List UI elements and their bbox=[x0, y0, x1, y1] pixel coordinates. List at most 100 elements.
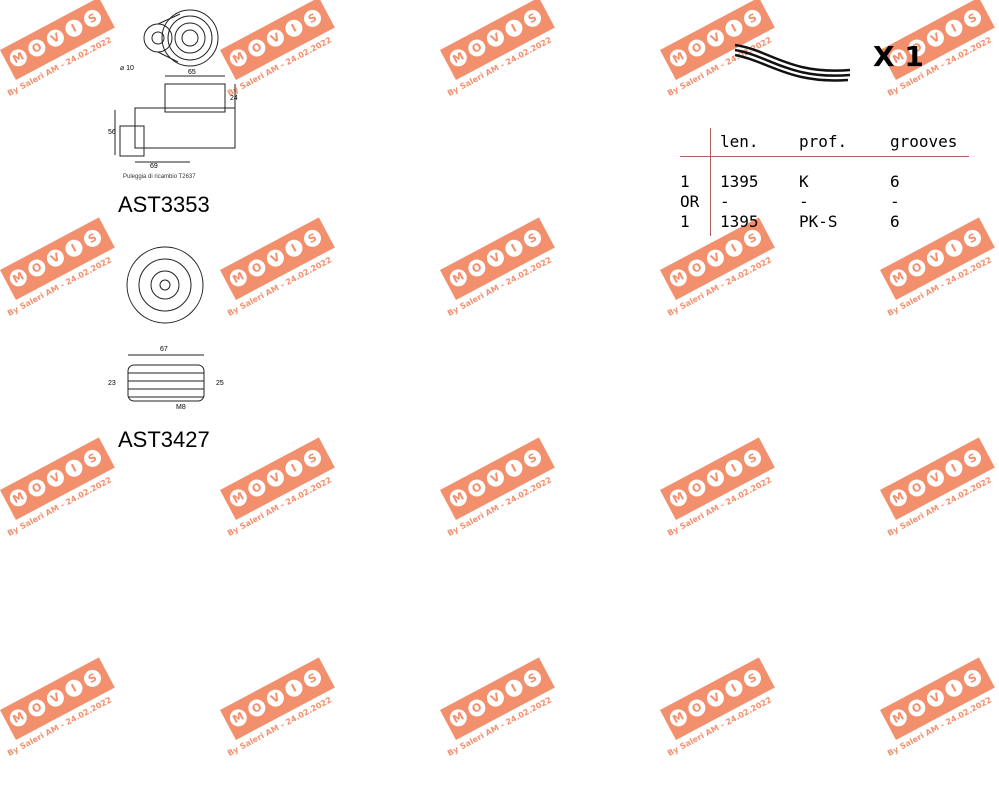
part-caption: Puleggia di ricambio T2637 bbox=[123, 174, 196, 180]
watermark-letter: V bbox=[263, 246, 287, 270]
watermark-letter: V bbox=[923, 466, 947, 490]
table-cell: PK-S bbox=[799, 212, 838, 231]
ribbed-belt-icon bbox=[734, 43, 851, 82]
watermark-credit: By Saleri AM - 24.02.2022 bbox=[6, 35, 114, 98]
table-cell: 1395 bbox=[720, 172, 759, 191]
watermark-letter: V bbox=[43, 686, 67, 710]
dim-label: 25 bbox=[216, 380, 224, 387]
watermark-letter: M bbox=[666, 486, 690, 510]
watermark-letter: M bbox=[886, 266, 910, 290]
watermark-letter: O bbox=[465, 256, 489, 280]
watermark-letter: V bbox=[483, 26, 507, 50]
watermark-letter: M bbox=[6, 706, 30, 730]
watermark-letter: I bbox=[942, 676, 966, 700]
watermark-credit: By Saleri AM - 24.02.2022 bbox=[666, 255, 774, 318]
watermark-letter: M bbox=[226, 706, 250, 730]
dim-label: 67 bbox=[160, 346, 168, 353]
watermark-letter: V bbox=[703, 26, 727, 50]
table-cell: 1 bbox=[680, 212, 690, 231]
watermark-letter: V bbox=[263, 466, 287, 490]
table-cell: - bbox=[890, 192, 900, 211]
watermark-letter: I bbox=[502, 676, 526, 700]
watermark-letter: O bbox=[685, 696, 709, 720]
table-cell: K bbox=[799, 172, 809, 191]
watermark-letter: V bbox=[43, 246, 67, 270]
watermark-letter: I bbox=[282, 456, 306, 480]
watermark-letter: O bbox=[245, 256, 269, 280]
watermark-letter: O bbox=[245, 476, 269, 500]
watermark-credit: By Saleri AM - 24.02.2022 bbox=[446, 255, 554, 318]
watermark-letter: I bbox=[282, 16, 306, 40]
watermark-letter: O bbox=[685, 36, 709, 60]
watermark-letter: S bbox=[740, 666, 764, 690]
watermark-letter: M bbox=[446, 46, 470, 70]
watermark-credit: By Saleri AM - 24.02.2022 bbox=[446, 35, 554, 98]
watermark-letter: V bbox=[923, 26, 947, 50]
watermark-letter: S bbox=[80, 446, 104, 470]
watermark-letter: M bbox=[666, 706, 690, 730]
watermark-letter: V bbox=[263, 686, 287, 710]
belt-quantity: X 1 bbox=[873, 40, 924, 73]
table-cell: 1395 bbox=[720, 212, 759, 231]
belt-spec-table: len. prof. grooves 1 1395 K 6 OR - - - 1… bbox=[680, 128, 970, 238]
watermark-credit: By Saleri AM - 24.02.2022 bbox=[886, 255, 994, 318]
watermark-letter: M bbox=[446, 486, 470, 510]
watermark-letter: I bbox=[62, 16, 86, 40]
watermark-credit: By Saleri AM - 24.02.2022 bbox=[666, 475, 774, 538]
watermark-letter: I bbox=[62, 676, 86, 700]
tensioner-drawing: 65 24 56 69 ⌀ 10 bbox=[108, 9, 238, 170]
table-cell: 6 bbox=[890, 172, 900, 191]
watermark-letter: V bbox=[703, 686, 727, 710]
dim-label: ⌀ 10 bbox=[120, 65, 134, 72]
dim-label: 56 bbox=[108, 129, 116, 136]
watermark-letter: S bbox=[740, 6, 764, 30]
watermark-letter: S bbox=[740, 446, 764, 470]
dim-label: 23 bbox=[108, 380, 116, 387]
watermark-letter: O bbox=[465, 696, 489, 720]
watermark-letter: M bbox=[446, 266, 470, 290]
watermark-letter: O bbox=[685, 256, 709, 280]
watermark-letter: V bbox=[923, 246, 947, 270]
watermark-letter: M bbox=[666, 266, 690, 290]
part-code: AST3353 bbox=[118, 192, 210, 217]
table-header-divider bbox=[680, 156, 969, 157]
watermark-letter: V bbox=[483, 686, 507, 710]
watermark-letter: I bbox=[722, 16, 746, 40]
dim-label: 69 bbox=[150, 163, 158, 170]
watermark-letter: I bbox=[62, 456, 86, 480]
watermark-letter: O bbox=[245, 696, 269, 720]
watermark-letter: I bbox=[942, 456, 966, 480]
watermark-letter: I bbox=[722, 456, 746, 480]
watermark-credit: By Saleri AM - 24.02.2022 bbox=[6, 255, 114, 318]
watermark-letter: O bbox=[685, 476, 709, 500]
watermark-letter: O bbox=[25, 476, 49, 500]
watermark-letter: V bbox=[43, 466, 67, 490]
watermark-letter: S bbox=[300, 666, 324, 690]
watermark-letter: V bbox=[483, 466, 507, 490]
watermark-letter: M bbox=[6, 486, 30, 510]
watermark-letter: V bbox=[703, 246, 727, 270]
watermark-credit: By Saleri AM - 24.02.2022 bbox=[226, 475, 334, 538]
watermark-credit: By Saleri AM - 24.02.2022 bbox=[6, 475, 114, 538]
watermark-letter: I bbox=[502, 16, 526, 40]
dim-label: 24 bbox=[230, 95, 238, 102]
watermark-letter: M bbox=[886, 486, 910, 510]
watermark-letter: S bbox=[520, 446, 544, 470]
